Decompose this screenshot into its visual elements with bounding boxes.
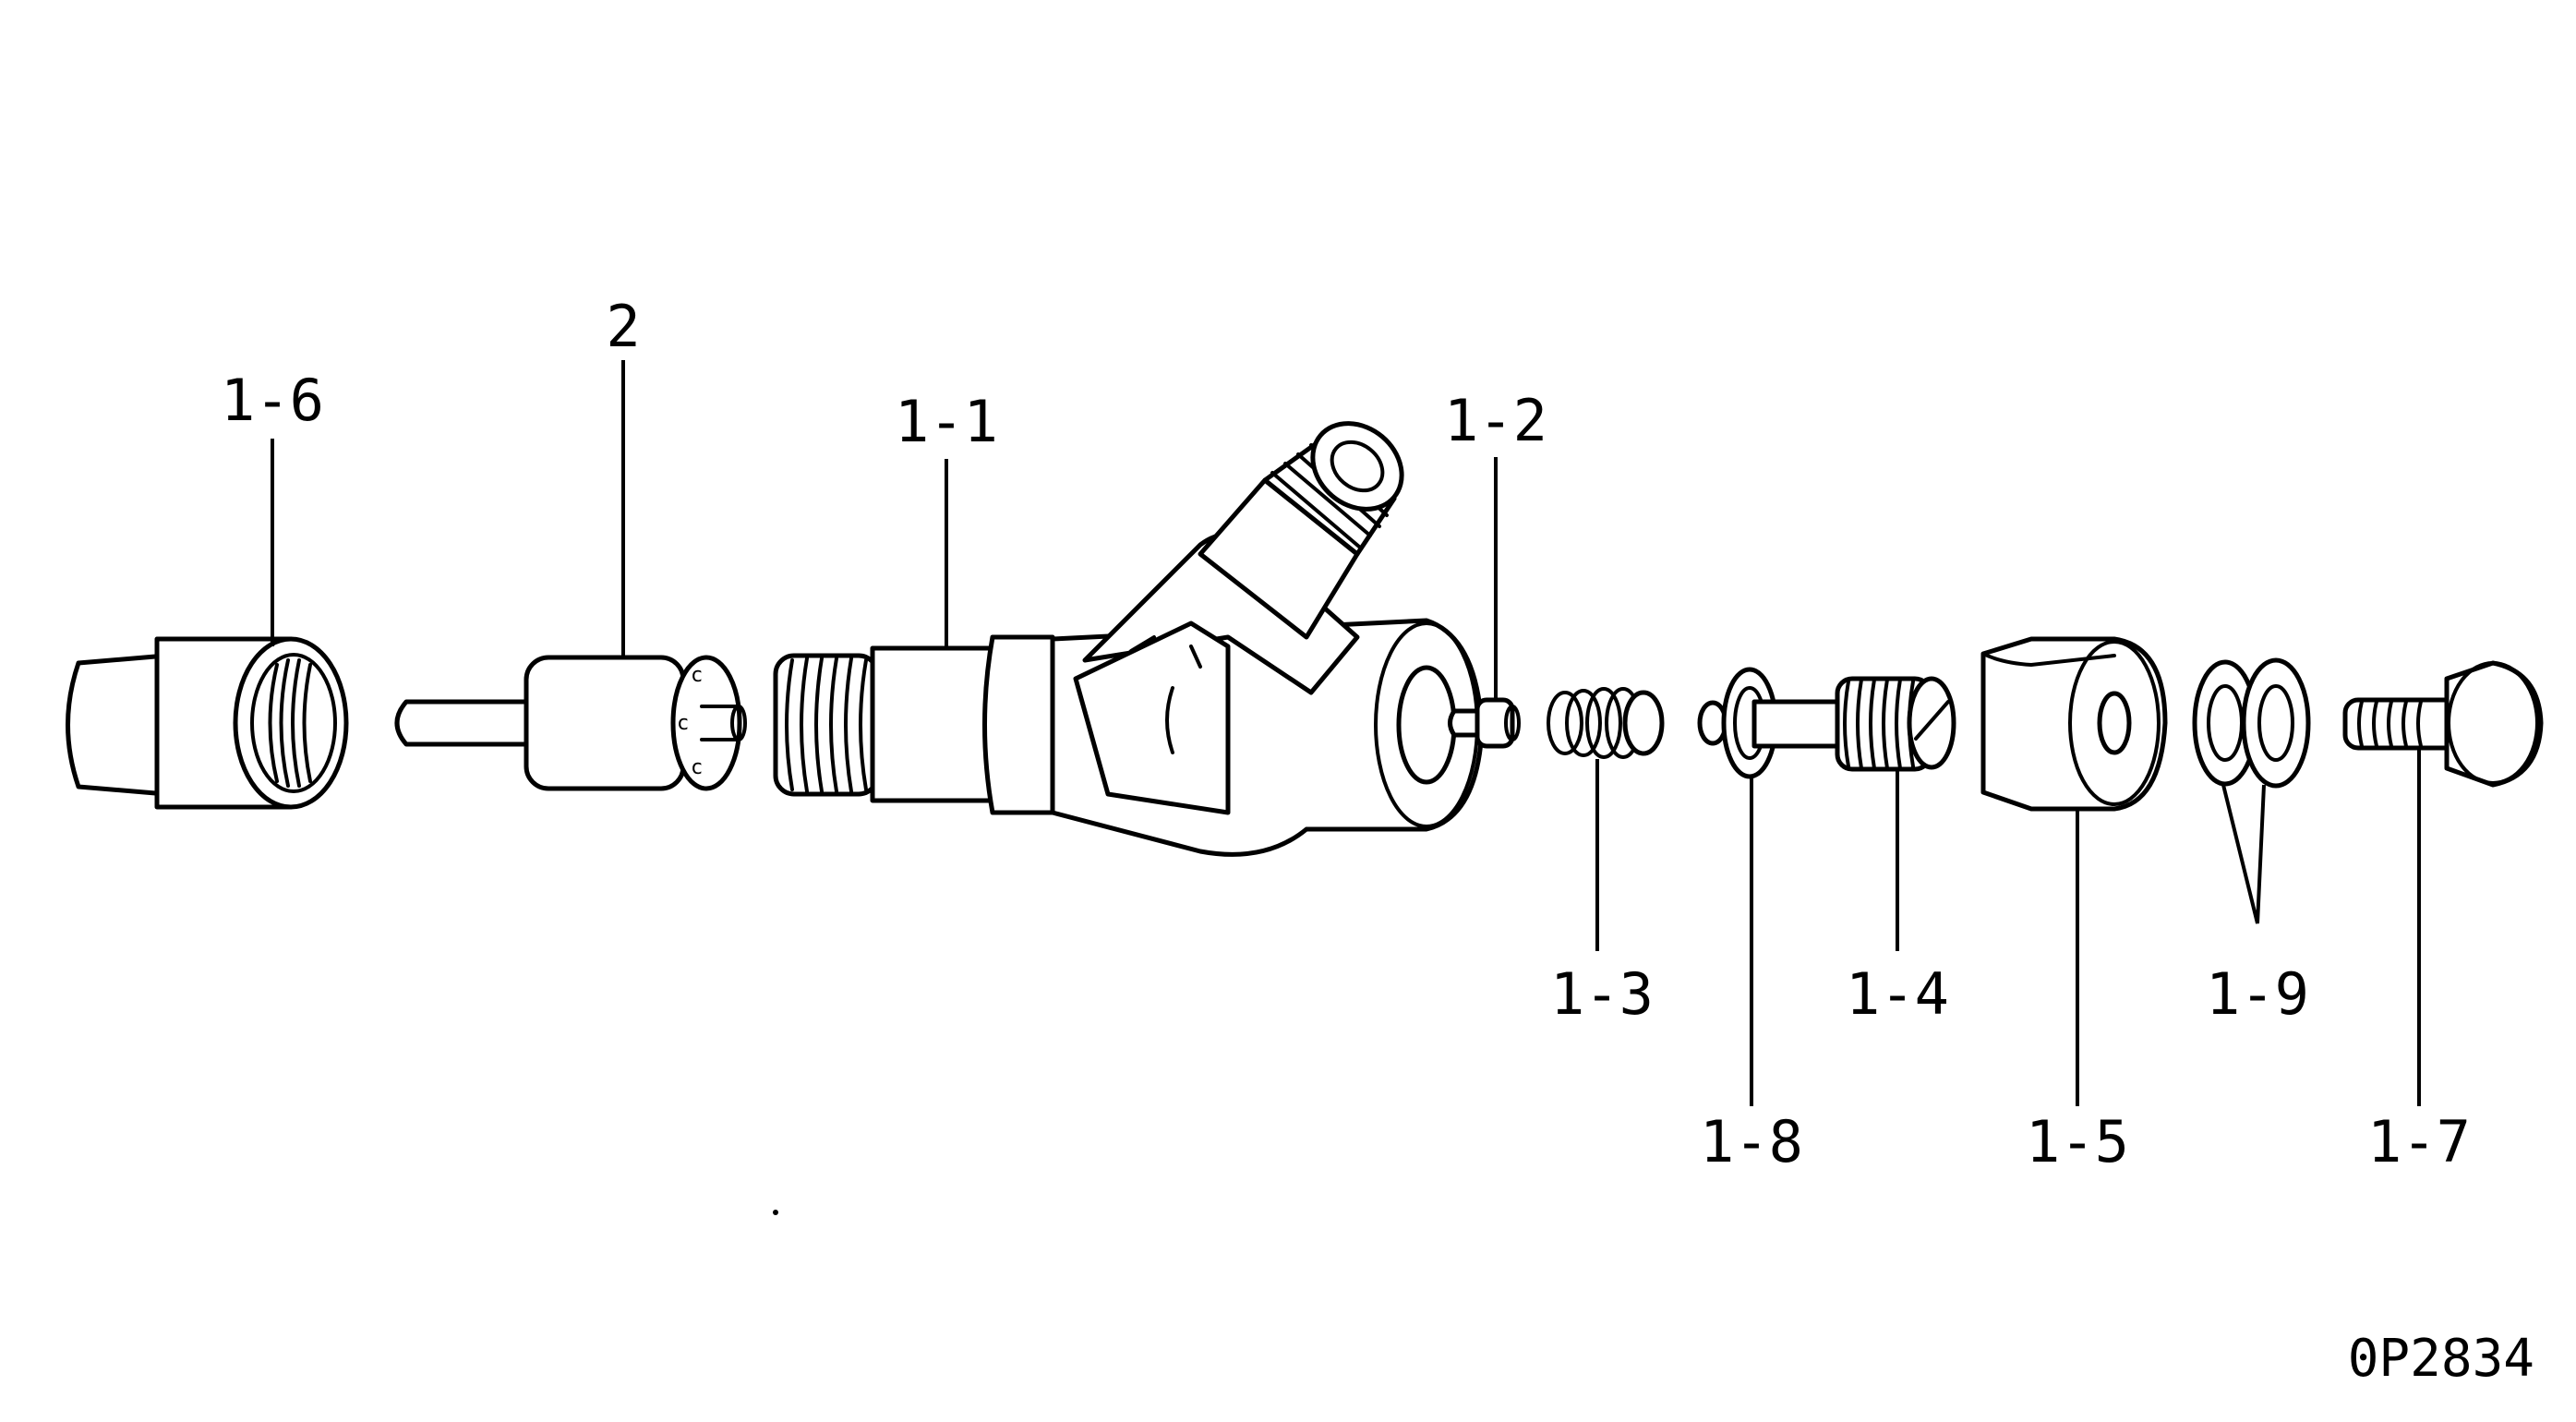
part-nozzle-holder-nut [66,636,349,810]
callout-1-1: 1-1 [895,388,998,455]
part-adjusting-screw [1751,676,1956,772]
callout-1-3: 1-3 [1550,960,1654,1028]
callout-1-7: 1-7 [2367,1108,2471,1175]
callout-2: 2 [606,293,640,360]
callout-1-6: 1-6 [221,367,324,434]
callout-1-9: 1-9 [2206,960,2309,1028]
svg-text:c: c [677,712,689,735]
part-push-rod [1448,697,1521,749]
leader-1-9 [2221,784,2266,924]
callout-1-8: 1-8 [1700,1108,1803,1175]
callout-1-2: 1-2 [1444,387,1547,454]
figure-reference: 0P2834 [2348,1329,2534,1389]
svg-text:c: c [691,664,703,687]
callout-labels: 1-6 2 1-1 1-2 1-3 1-4 1-5 1-8 1-9 1-7 [221,293,2471,1175]
part-nozzle: c c c [394,655,747,791]
callout-1-4: 1-4 [1846,960,1949,1028]
part-spring [1547,687,1665,759]
svg-text:c: c [691,756,703,779]
callout-1-5: 1-5 [2026,1108,2129,1175]
leader-lines [271,360,2421,1106]
part-cap-nut [2342,660,2544,788]
stray-mark [773,1210,778,1215]
part-injector-body [773,421,1485,857]
part-lock-nut [1980,636,2168,812]
part-gaskets [2192,657,2311,789]
